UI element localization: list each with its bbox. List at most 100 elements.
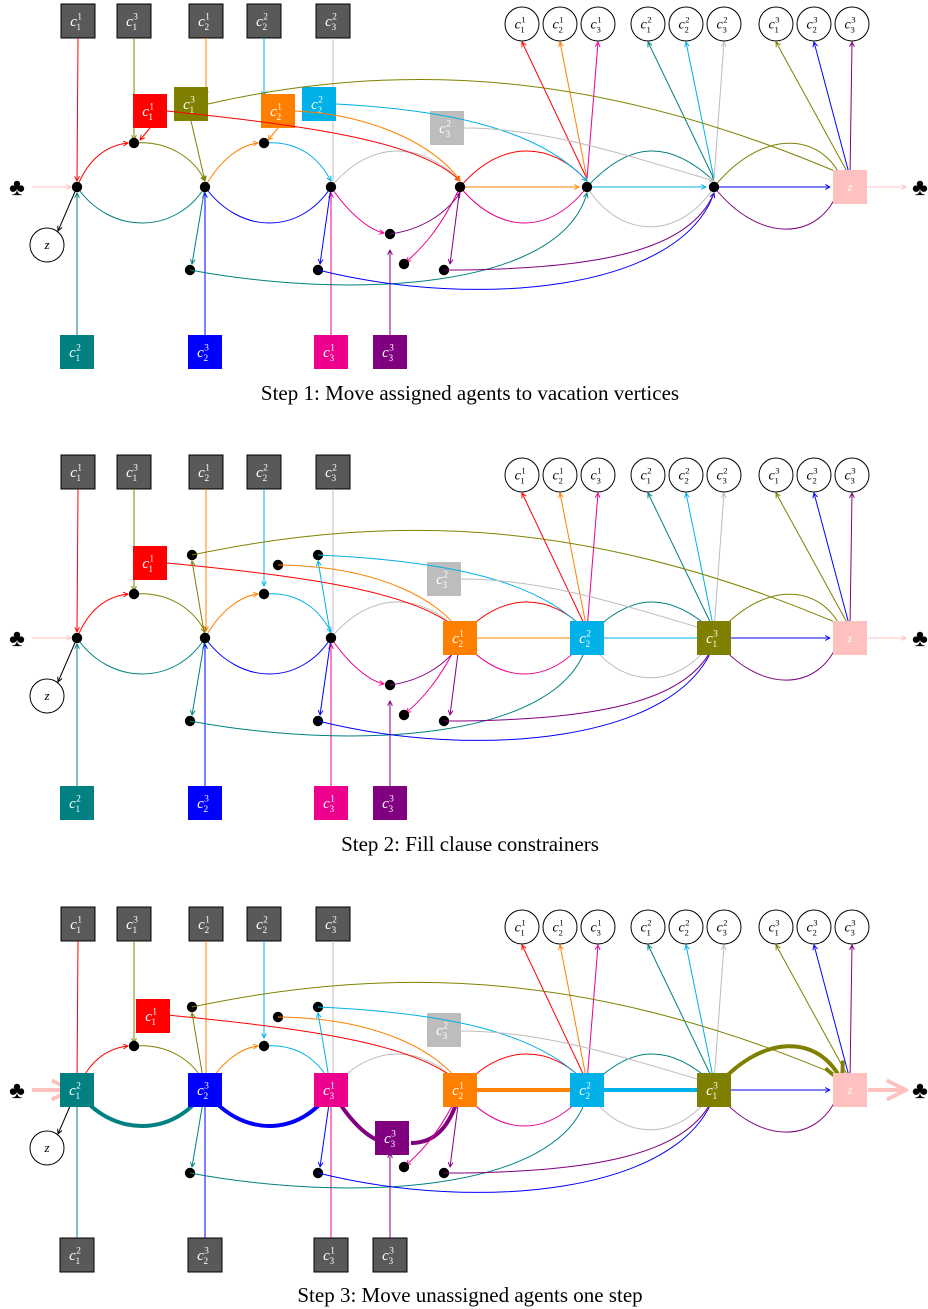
constrainer-box (133, 94, 167, 128)
top-agent-box (116, 454, 152, 490)
vertex-dot (184, 715, 196, 727)
long-arc (443, 192, 715, 271)
vacation-edge (686, 493, 715, 631)
spine-arc-upper (263, 593, 331, 632)
bottom-agent-box (188, 786, 222, 820)
spine-arc-upper (586, 150, 714, 188)
vacation-circle (834, 6, 870, 42)
spine-arc-lower (459, 1089, 588, 1127)
vacation-circle (580, 457, 616, 493)
lower-edge (406, 186, 461, 262)
top-arc (191, 529, 844, 626)
vacation-edge (648, 945, 715, 1083)
lower-edge (320, 186, 332, 264)
vacation-circle (630, 457, 666, 493)
vacation-edge (713, 945, 724, 1083)
constrainer-edge (268, 127, 279, 140)
spine-arc-upper (459, 1053, 587, 1091)
spine-arc-upper (330, 601, 460, 639)
spine-arc-lower (76, 638, 205, 675)
spine-arc-upper (133, 142, 205, 181)
top-agent-box (315, 906, 351, 942)
spine-arc-lower (204, 638, 331, 675)
vacation-circle (758, 457, 794, 493)
long-arc (317, 1096, 714, 1193)
top-agent-box (315, 3, 351, 39)
top-arc (463, 127, 714, 181)
vacation-edge (586, 945, 598, 1083)
constrainer-edge (190, 120, 205, 181)
agent-box (375, 1121, 409, 1155)
top-agent-box (116, 3, 152, 39)
vacation-circle (630, 6, 666, 42)
spine-arc-upper (330, 1053, 460, 1091)
vacation-edge (850, 42, 852, 178)
feed-line (77, 488, 78, 632)
spine-arc-upper (459, 601, 587, 639)
vertex-dot (71, 632, 83, 644)
spine-arc-upper (586, 601, 714, 639)
vacation-circle (504, 909, 540, 945)
spine-arc-lower (203, 1088, 333, 1128)
top-agent-box (246, 3, 282, 39)
long-arc (317, 193, 714, 290)
z-vertex (29, 1130, 65, 1166)
top-arc (166, 1014, 460, 1084)
vacation-edge (648, 493, 715, 631)
long-arc (189, 644, 587, 737)
long-arc (189, 1096, 587, 1189)
bottom-agent-box (313, 1237, 349, 1273)
top-arc (277, 564, 460, 632)
club-left: ♣ (9, 626, 25, 652)
z-target-label: z (847, 1083, 853, 1097)
spine-arc-upper (586, 1053, 714, 1091)
caption-step-3: Step 3: Move unassigned agents one step (297, 1283, 642, 1307)
vacation-edge (713, 42, 724, 180)
top-agent-box (188, 454, 224, 490)
spine-arc-lower (204, 187, 331, 224)
spine-arc-lower (713, 1089, 838, 1133)
vacation-edge (586, 493, 598, 631)
constrainer-box (427, 1013, 461, 1047)
vacation-edge (648, 42, 715, 180)
spine-arc-lower (586, 637, 715, 679)
vacation-edge (850, 493, 852, 629)
vacation-edge (522, 945, 588, 1083)
constrainer-box (136, 999, 170, 1033)
top-agent-box (188, 3, 224, 39)
z-target-box (833, 1073, 867, 1107)
agent-box (314, 1073, 348, 1107)
vertex-dot (258, 588, 270, 600)
bottom-agent-box (60, 786, 94, 820)
spine-arc-upper (459, 150, 587, 188)
constrainer-edge (192, 561, 206, 639)
bottom-agent-box (188, 335, 222, 369)
z-edge (58, 186, 78, 231)
club-right: ♣ (912, 175, 928, 201)
